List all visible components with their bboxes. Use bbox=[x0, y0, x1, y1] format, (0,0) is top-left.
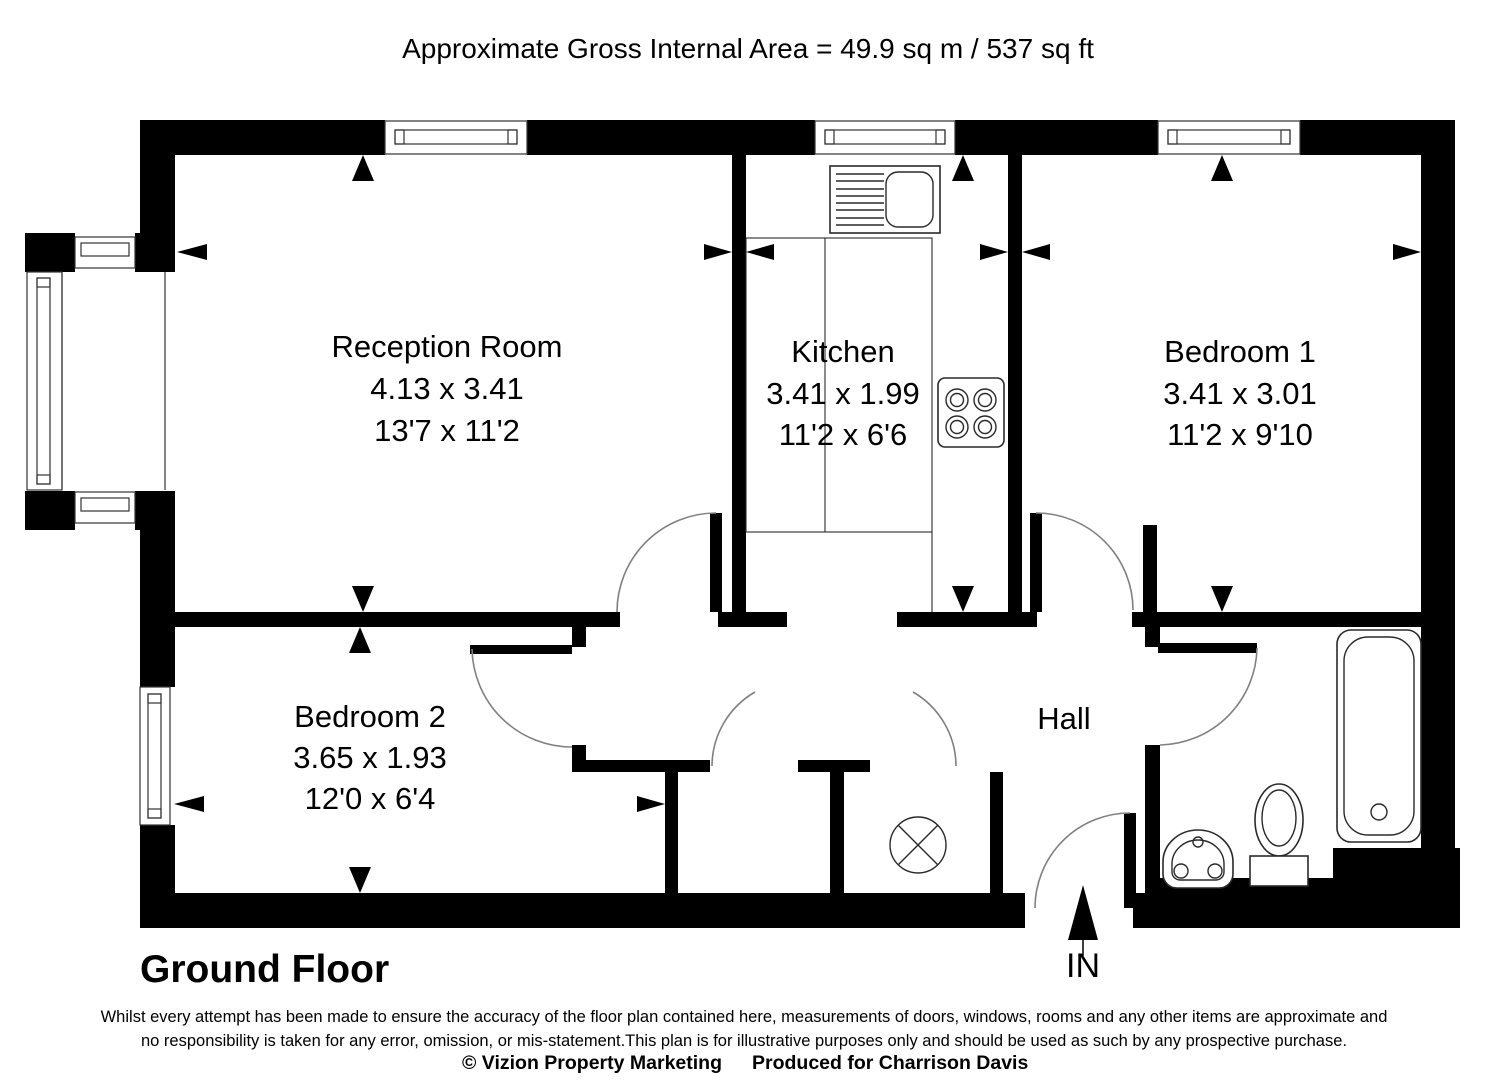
door-bedroom1 bbox=[1030, 512, 1134, 612]
dimension-arrows bbox=[174, 155, 1421, 893]
hob bbox=[937, 377, 1005, 448]
bedroom1-imperial: 11'2 x 9'10 bbox=[1167, 417, 1313, 452]
disclaimer-line2: no responsibility is taken for any error… bbox=[141, 1032, 1347, 1050]
room-label-kitchen: Kitchen 3.41 x 1.99 11'2 x 6'6 bbox=[766, 334, 919, 452]
entrance-marker: IN bbox=[1066, 885, 1100, 985]
toilet bbox=[1249, 783, 1309, 887]
bedroom1-metric: 3.41 x 3.01 bbox=[1163, 376, 1316, 411]
door-entrance bbox=[1034, 812, 1136, 909]
window-bedroom1-top bbox=[1157, 120, 1301, 155]
wash-basin bbox=[1162, 829, 1234, 889]
fixtures bbox=[745, 165, 1422, 889]
windows bbox=[26, 120, 1301, 826]
reception-metric: 4.13 x 3.41 bbox=[370, 371, 523, 406]
door-bathroom bbox=[1158, 643, 1258, 746]
window-bedroom2-left bbox=[139, 686, 171, 826]
disclaimer-line1: Whilst every attempt has been made to en… bbox=[101, 1008, 1388, 1026]
room-label-bedroom2: Bedroom 2 3.65 x 1.93 12'0 x 6'4 bbox=[293, 699, 446, 816]
door-reception bbox=[616, 512, 722, 613]
credit-left: © Vizion Property Marketing bbox=[462, 1052, 722, 1074]
bedroom2-metric: 3.65 x 1.93 bbox=[293, 740, 446, 775]
water-cylinder bbox=[889, 816, 947, 874]
bedroom2-imperial: 12'0 x 6'4 bbox=[305, 781, 436, 816]
bath bbox=[1336, 629, 1422, 843]
credit-right: Produced for Charrison Davis bbox=[752, 1052, 1028, 1074]
reception-name: Reception Room bbox=[332, 329, 563, 364]
hall-name: Hall bbox=[1037, 701, 1090, 736]
door-cupboard-left bbox=[711, 691, 756, 767]
window-kitchen-top bbox=[814, 120, 956, 155]
window-reception-top bbox=[384, 120, 528, 155]
door-cupboard-right bbox=[912, 691, 957, 767]
kitchen-counter bbox=[745, 237, 933, 612]
walls bbox=[25, 120, 1460, 928]
kitchen-name: Kitchen bbox=[791, 334, 894, 369]
bay-window bbox=[26, 236, 166, 524]
plan-title: Approximate Gross Internal Area = 49.9 s… bbox=[402, 33, 1094, 64]
reception-imperial: 13'7 x 11'2 bbox=[374, 413, 520, 448]
bedroom2-name: Bedroom 2 bbox=[294, 699, 446, 734]
doors bbox=[470, 512, 1258, 909]
door-bedroom2 bbox=[470, 645, 573, 748]
room-label-reception: Reception Room 4.13 x 3.41 13'7 x 11'2 bbox=[332, 329, 563, 448]
kitchen-imperial: 11'2 x 6'6 bbox=[779, 417, 907, 452]
entrance-label: IN bbox=[1066, 947, 1100, 985]
floor-label: Ground Floor bbox=[140, 948, 389, 991]
kitchen-sink bbox=[829, 165, 941, 234]
footer: Whilst every attempt has been made to en… bbox=[101, 1008, 1388, 1074]
entrance-arrow-icon bbox=[1068, 885, 1098, 940]
bedroom1-name: Bedroom 1 bbox=[1164, 334, 1316, 369]
room-label-bedroom1: Bedroom 1 3.41 x 3.01 11'2 x 9'10 bbox=[1163, 334, 1316, 452]
kitchen-metric: 3.41 x 1.99 bbox=[766, 376, 919, 411]
